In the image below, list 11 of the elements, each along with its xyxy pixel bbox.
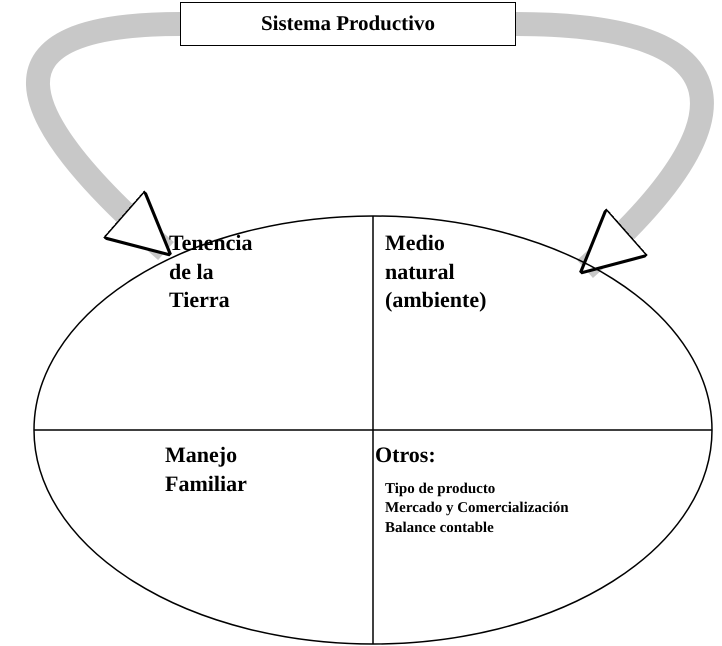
section-heading: Manejo Familiar bbox=[165, 441, 248, 498]
title: Sistema Productivo bbox=[260, 10, 436, 38]
curved-arrow bbox=[516, 12, 714, 278]
list-item: Tipo de producto bbox=[384, 480, 496, 499]
section-heading: Medio natural (ambiente) bbox=[385, 229, 488, 314]
curved-arrow bbox=[26, 12, 180, 260]
section-heading: Otros: bbox=[375, 441, 437, 469]
title-box bbox=[180, 2, 516, 46]
ellipse-diagram bbox=[33, 215, 713, 645]
list-item: Balance contable bbox=[384, 518, 495, 538]
list-item: Mercado y Comercialización bbox=[384, 499, 570, 518]
